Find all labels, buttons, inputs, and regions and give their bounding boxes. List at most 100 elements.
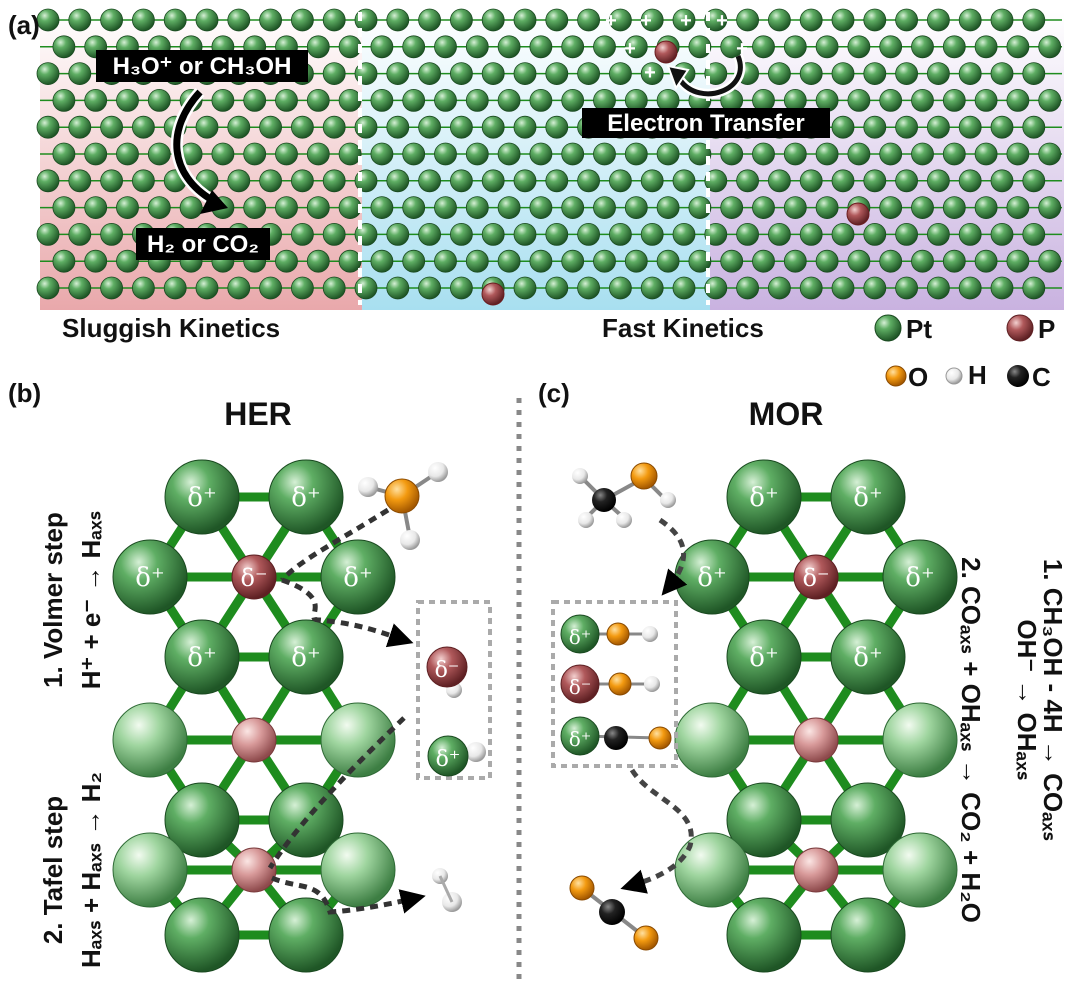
sluggish-kinetics-label: Sluggish Kinetics <box>62 313 280 343</box>
co2-molecule <box>569 875 659 951</box>
pt-atom <box>386 222 410 246</box>
pt-atom <box>879 196 903 220</box>
pt-atom <box>1038 142 1062 166</box>
pt-atom <box>958 276 982 300</box>
pt-atom <box>688 249 712 273</box>
pt-atom <box>974 249 998 273</box>
pt-atom <box>674 832 750 908</box>
legend-pt-label: Pt <box>906 314 932 344</box>
pt-atom <box>561 249 585 273</box>
pt-atom <box>84 142 108 166</box>
legend-c-icon <box>1007 365 1029 387</box>
pt-atom <box>481 62 505 85</box>
c-atom <box>592 488 616 512</box>
pt-atom <box>306 89 330 112</box>
pt-atom <box>990 276 1014 300</box>
pt-atom <box>163 8 187 32</box>
pt-atom <box>726 619 802 695</box>
pt-atom <box>927 8 950 32</box>
pt-atom <box>116 196 139 220</box>
pt-atom <box>736 169 759 193</box>
pt-atom <box>752 35 775 59</box>
methanol-molecule <box>572 462 676 528</box>
pt-atom <box>370 35 394 59</box>
pt-atom <box>402 89 426 112</box>
pt-atom <box>320 832 396 908</box>
pt-atom <box>227 276 251 300</box>
pt-site <box>560 716 600 756</box>
pt-atom <box>100 276 123 300</box>
pt-atom <box>577 8 600 32</box>
delta-plus-label: δ⁺ <box>853 643 882 673</box>
pt-atom <box>449 169 473 193</box>
pt-atom <box>927 115 950 139</box>
pt-atom <box>370 196 394 220</box>
pt-atom <box>847 89 871 112</box>
pt-atom <box>322 8 346 32</box>
h-atom <box>578 512 594 528</box>
pt-atom <box>227 169 251 193</box>
mor-step1-line2: OH⁻ → OHₐₓₛ <box>1012 619 1042 780</box>
pt-atom <box>259 8 283 32</box>
pt-atom <box>386 8 410 32</box>
delta-plus-label: δ⁺ <box>291 483 320 513</box>
pt-atom <box>974 89 998 112</box>
her-title: HER <box>224 396 292 432</box>
pt-atom <box>958 62 982 85</box>
pt-atom <box>259 169 283 193</box>
pt-atom <box>704 222 728 246</box>
pt-atom <box>561 89 585 112</box>
pt-atom <box>640 8 664 32</box>
pt-atom <box>1006 142 1030 166</box>
electron-transfer-box <box>582 108 830 138</box>
pt-atom <box>1038 35 1062 59</box>
pt-atom <box>863 8 887 32</box>
pt-atom <box>545 169 569 193</box>
pt-atom <box>863 115 887 139</box>
pt-atom <box>211 89 235 112</box>
pt-atom <box>418 169 442 193</box>
h-atom <box>642 626 658 642</box>
pt-atom <box>322 222 346 246</box>
p-atom <box>654 40 678 64</box>
pt-atom <box>704 169 728 193</box>
c-atom <box>599 899 625 925</box>
pt-atom <box>529 196 553 220</box>
delta-plus-label: δ⁺ <box>436 747 461 772</box>
h-atom <box>616 512 632 528</box>
pt-atom <box>290 115 314 139</box>
pt-atom <box>211 142 235 166</box>
delta-minus-label: δ⁻ <box>435 658 460 683</box>
pt-atom <box>942 142 966 166</box>
pt-atom <box>68 115 92 139</box>
pt-atom <box>52 89 76 112</box>
pt-atom <box>306 142 330 166</box>
pt-atom <box>370 89 394 112</box>
plus-charge: + <box>640 10 652 32</box>
pt-atom <box>402 142 426 166</box>
pt-atom <box>147 196 171 220</box>
legend-p-label: P <box>1038 314 1055 344</box>
pt-atom <box>752 142 775 166</box>
pt-atom <box>624 249 648 273</box>
pt-atom <box>386 62 410 85</box>
pt-atom <box>1022 8 1046 32</box>
product-label: H₂ or CO₂ <box>147 231 259 258</box>
panel-c-label: (c) <box>538 378 570 408</box>
p-atom <box>231 554 277 600</box>
pt-atom <box>882 702 958 778</box>
pt-atom <box>418 62 442 85</box>
pt-atom <box>1006 89 1030 112</box>
pt-atom <box>68 222 92 246</box>
pt-atom <box>783 249 807 273</box>
pt-atom <box>338 89 362 112</box>
pt-atom <box>656 142 680 166</box>
pt-atom <box>497 89 521 112</box>
pt-atom <box>370 142 394 166</box>
pt-atom <box>275 142 298 166</box>
pt-atom <box>164 619 240 695</box>
pt-atom <box>36 276 60 300</box>
panel-b: (b) HER δ⁺δ⁺δ⁺δ⁻δ⁺δ⁺δ⁺ δ⁻ δ⁺ <box>8 378 492 973</box>
pt-atom <box>481 169 505 193</box>
pt-atom <box>990 8 1014 32</box>
